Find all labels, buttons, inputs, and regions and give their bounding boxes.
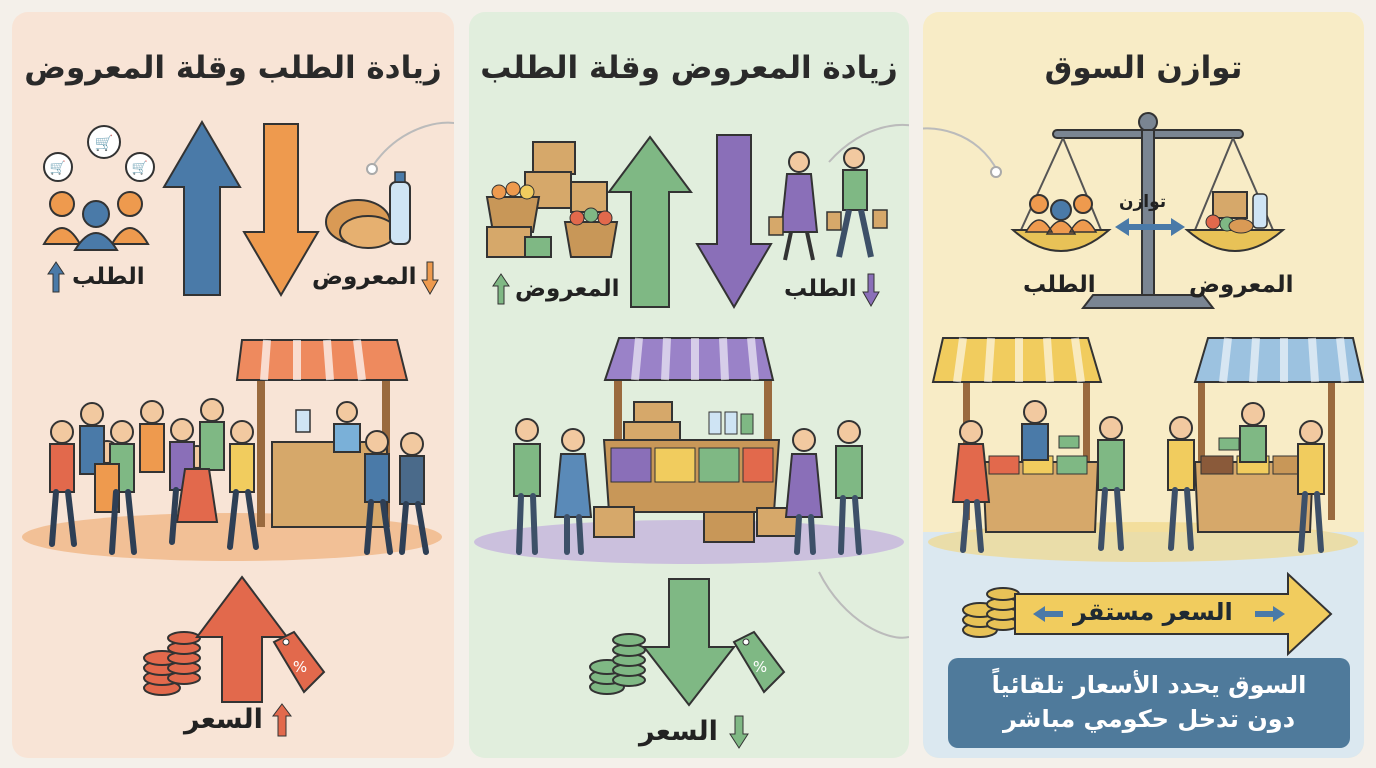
trading-people	[951, 400, 1325, 553]
note-line-2: دون تدخل حكومي مباشر	[1002, 705, 1296, 733]
svg-text:🛒: 🛒	[132, 160, 148, 176]
demand-small-down-arrow	[862, 273, 880, 308]
supply-small-up-arrow	[492, 273, 510, 305]
price-label: السعر	[184, 704, 263, 735]
price-small-down-arrow	[729, 715, 749, 749]
supply-label: المعروض	[1189, 272, 1294, 298]
demand-label: الطلب	[784, 276, 857, 302]
panel-title: زيادة الطلب وقلة المعروض	[24, 50, 442, 86]
market-note-box: السوق يحدد الأسعار تلقائياً دون تدخل حكو…	[948, 658, 1350, 748]
coins-icon	[589, 633, 646, 695]
note-line-1: السوق يحدد الأسعار تلقائياً	[991, 671, 1307, 699]
price-label: السعر	[639, 716, 718, 747]
demand-label: الطلب	[1023, 272, 1096, 298]
few-shoppers	[513, 418, 863, 555]
svg-text:🛒: 🛒	[95, 134, 114, 152]
supply-label: المعروض	[312, 264, 417, 290]
supply-up-arrow	[607, 135, 693, 308]
price-tag-icon: %	[732, 630, 786, 694]
svg-text:🛒: 🛒	[50, 160, 66, 176]
produce-boxes-icon	[485, 141, 619, 258]
double-arrow-icon	[1115, 218, 1185, 236]
panel-supply-up: زيادة المعروض وقلة الطلب	[469, 12, 909, 758]
balance-label: توازن	[1119, 192, 1167, 212]
coins-icon	[143, 631, 201, 696]
panel-title: توازن السوق	[1044, 50, 1243, 86]
balance-scale-icon	[1010, 112, 1286, 309]
price-small-up-arrow	[272, 703, 292, 737]
shoppers-walking-icon	[768, 147, 888, 261]
svg-text:%: %	[753, 658, 767, 676]
svg-text:%: %	[293, 658, 307, 676]
price-down-arrow	[641, 578, 737, 707]
panel-equilibrium: توازن السوق	[923, 12, 1364, 758]
supply-label: المعروض	[515, 276, 620, 302]
stable-price-arrow	[1014, 571, 1333, 657]
supply-small-down-arrow	[421, 261, 439, 296]
price-up-arrow	[195, 575, 289, 703]
full-stall	[474, 337, 904, 564]
crowded-stall	[22, 339, 442, 561]
stable-price-label: السعر مستقر	[1073, 598, 1233, 626]
panel-illustration: 🛒 🛒 🛒	[22, 120, 454, 737]
panel-demand-up: زيادة الطلب وقلة المعروض 🛒 🛒 🛒	[12, 12, 454, 758]
bread-water-icon	[325, 171, 411, 249]
panel-title: زيادة المعروض وقلة الطلب	[480, 50, 898, 86]
price-tag-icon: %	[272, 630, 326, 694]
demand-up-arrow	[162, 120, 242, 296]
crowd-people	[49, 398, 429, 555]
panel-illustration: %	[474, 124, 909, 749]
shoppers-icon: 🛒 🛒 🛒	[42, 125, 155, 251]
coins-icon	[962, 587, 1020, 638]
panel-illustration	[923, 112, 1364, 657]
demand-label: الطلب	[72, 264, 145, 290]
supply-down-arrow	[242, 123, 320, 297]
demand-small-up-arrow	[47, 261, 65, 293]
demand-down-arrow	[695, 134, 773, 309]
